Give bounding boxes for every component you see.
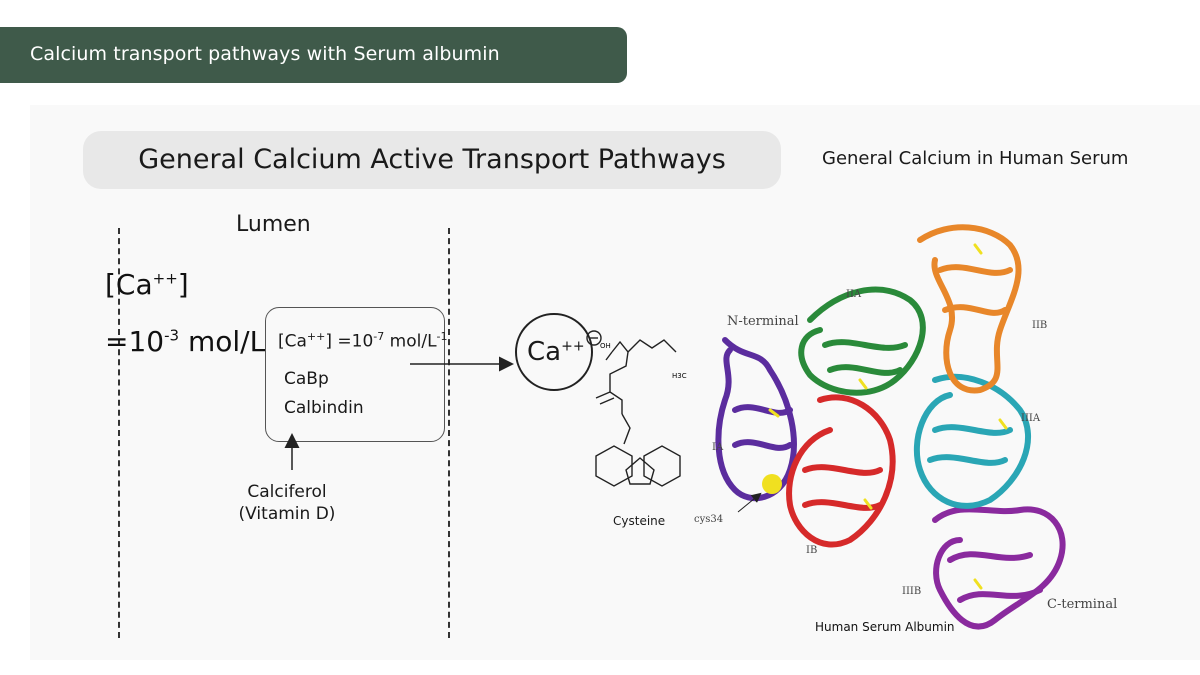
section-pill: General Calcium Active Transport Pathway…	[83, 131, 781, 189]
ib-label: IB	[806, 545, 818, 556]
iib-label: IIB	[1032, 320, 1048, 331]
lumen-calcium-label: [Ca++]	[105, 268, 189, 301]
disulfide-bonds	[768, 243, 1008, 590]
right-dashed-line	[448, 228, 450, 638]
c-terminal-label: C-terminal	[1047, 597, 1118, 612]
domain-ia	[715, 337, 797, 502]
section-title: General Calcium Active Transport Pathway…	[138, 144, 726, 175]
hsa-label: Human Serum Albumin	[815, 620, 955, 634]
header-bar: Calcium transport pathways with Serum al…	[0, 27, 627, 83]
calciferol-label: Calciferol (Vitamin D)	[238, 482, 336, 524]
header-title: Calcium transport pathways with Serum al…	[30, 43, 500, 65]
n-terminal-label: N-terminal	[727, 314, 799, 329]
box-item-calbindin: Calbindin	[284, 398, 364, 418]
cell-calcium-concentration: [Ca++] =10-7 mol/L-1	[278, 330, 448, 352]
domain-iia	[798, 286, 926, 396]
cysteine-label: Cysteine	[613, 514, 666, 528]
iia-label: IIA	[846, 289, 862, 300]
cell-box	[265, 307, 445, 442]
cysteine-oh: OH	[600, 342, 611, 350]
right-heading: General Calcium in Human Serum	[822, 148, 1129, 169]
domain-iib	[917, 224, 1022, 394]
iiia-label: IIIA	[1021, 413, 1041, 424]
cys34-label: cys34	[694, 514, 724, 525]
domain-iiia	[913, 373, 1032, 509]
cysteine-ch3: H3C	[672, 372, 687, 380]
cys34-atom	[762, 474, 782, 494]
calcium-ion: Ca++	[515, 313, 593, 391]
box-item-cabp: CaBp	[284, 369, 329, 389]
protein-ribbon	[715, 224, 1066, 630]
cysteine-structure	[586, 330, 681, 487]
iiib-label: IIIB	[902, 586, 922, 597]
ia-label: IA	[712, 442, 724, 453]
lumen-calcium-concentration: =10-3 mol/L	[105, 325, 266, 358]
cys34-pointer	[737, 492, 762, 513]
domain-iiib	[932, 506, 1066, 630]
lumen-label: Lumen	[236, 212, 311, 237]
content-panel	[30, 105, 1200, 660]
domain-ib	[786, 394, 896, 548]
left-dashed-line	[118, 228, 120, 638]
